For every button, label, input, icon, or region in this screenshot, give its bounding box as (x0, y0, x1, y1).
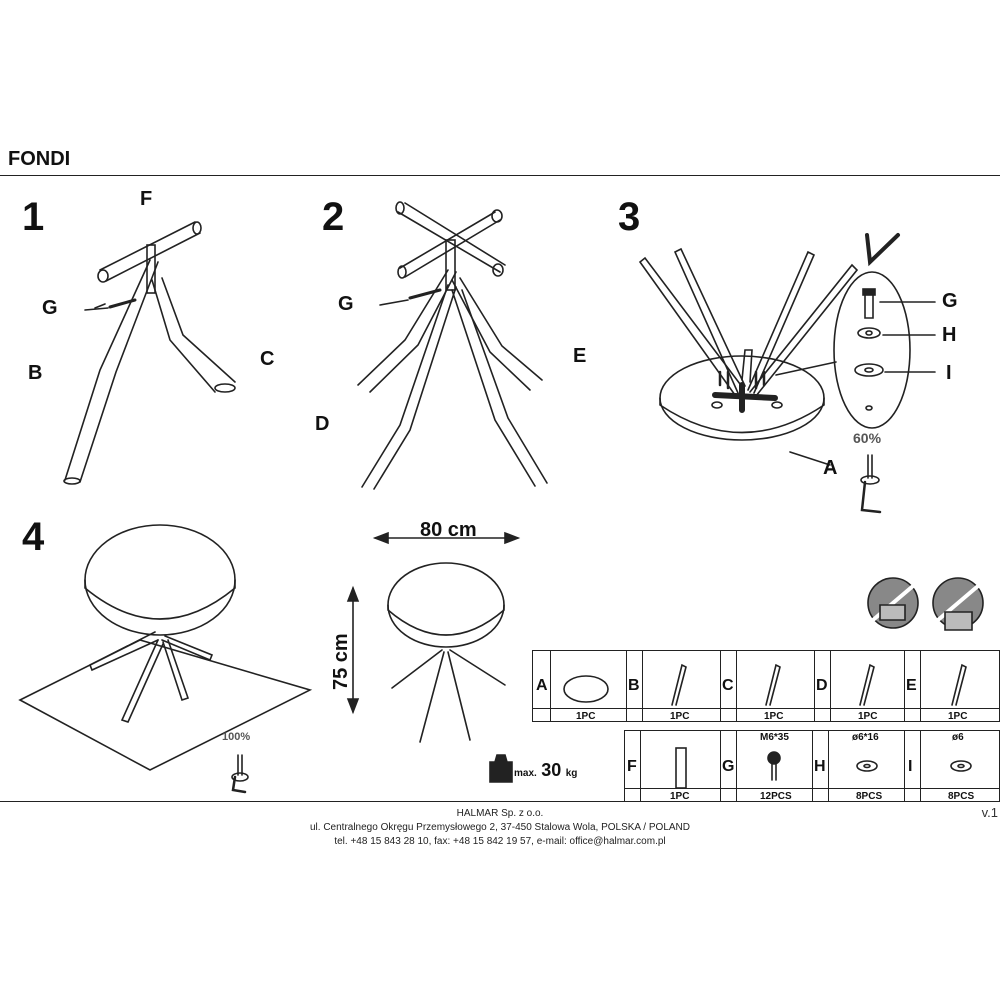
parts-table-spec: ø6*16 (852, 732, 879, 743)
step-number: 4 (22, 515, 45, 559)
parts-table-letter: B (628, 677, 640, 694)
parts-table-qty: 1PC (576, 711, 596, 722)
document-title: FONDI (8, 148, 71, 170)
instruction-frame (0, 175, 1000, 802)
part-g-pictogram (767, 751, 781, 781)
parts-table-row1: A 1PC B 1PC C 1PC D 1PC E 1PC (532, 650, 1000, 722)
label-part-g: G (942, 290, 958, 312)
parts-table-qty: 8PCS (948, 791, 975, 802)
no-standing-icon (867, 577, 919, 629)
part-i-pictogram (950, 760, 972, 772)
parts-table-spec: ø6 (952, 732, 964, 743)
max-load-unit: kg (565, 768, 578, 779)
parts-table-qty: 1PC (764, 711, 784, 722)
weight-icon (489, 754, 513, 783)
parts-table-letter: F (627, 758, 637, 775)
parts-table-letter: I (908, 758, 913, 775)
max-load-prefix: max. (514, 768, 537, 779)
step3-drawing (638, 233, 936, 514)
tightening-60: 60% (853, 430, 882, 446)
max-load-value: 30 (541, 760, 562, 780)
label-part-a: A (823, 457, 838, 479)
parts-table-letter: A (536, 677, 548, 694)
dimension-height: 75 cm (330, 633, 352, 690)
parts-table-spec: M6*35 (760, 732, 789, 743)
footer-contact: tel. +48 15 843 28 10, fax: +48 15 842 1… (334, 836, 666, 847)
part-a-pictogram (563, 675, 609, 703)
part-b-pictogram (671, 663, 687, 706)
dimension-drawing (346, 531, 521, 743)
max-load: max. 30 kg (514, 760, 577, 781)
footer-company: HALMAR Sp. z o.o. (456, 808, 544, 819)
part-h-pictogram (856, 760, 878, 772)
parts-table-letter: E (906, 677, 917, 694)
label-part-c: C (260, 348, 275, 370)
label-part-g: G (42, 297, 58, 319)
part-e-pictogram (951, 663, 967, 706)
dimension-width: 80 cm (420, 519, 477, 541)
parts-table-qty: 1PC (670, 711, 690, 722)
tightening-100: 100% (222, 731, 251, 743)
part-c-pictogram (765, 663, 781, 706)
label-part-e: E (573, 345, 587, 367)
label-part-g: G (338, 293, 354, 315)
footer-address: ul. Centralnego Okręgu Przemysłowego 2, … (309, 822, 690, 833)
parts-table-letter: D (816, 677, 828, 694)
label-part-f: F (140, 188, 153, 210)
no-climbing-icon (932, 577, 984, 631)
step-number: 1 (22, 195, 45, 239)
parts-table-letter: H (814, 758, 826, 775)
parts-table-qty: 1PC (858, 711, 878, 722)
label-part-b: B (28, 362, 43, 384)
label-part-i: I (946, 362, 952, 384)
parts-table-letter: G (722, 758, 735, 775)
label-part-h: H (942, 324, 957, 346)
parts-table-qty: 12PCS (760, 791, 792, 802)
part-d-pictogram (859, 663, 875, 706)
parts-table-qty: 1PC (670, 791, 690, 802)
step1-drawing (63, 221, 236, 485)
parts-table-qty: 8PCS (856, 791, 883, 802)
parts-table-row2: F 1PC G M6*35 12PCS H ø6*16 8PCS I ø6 8P… (624, 730, 1000, 802)
step2-drawing (357, 201, 548, 490)
document-version: v.1 (981, 805, 998, 820)
step-number: 3 (618, 195, 641, 239)
label-part-d: D (315, 413, 330, 435)
step4-drawing (18, 524, 313, 794)
step-number: 2 (322, 195, 345, 239)
parts-table-qty: 1PC (948, 711, 968, 722)
parts-table-letter: C (722, 677, 734, 694)
